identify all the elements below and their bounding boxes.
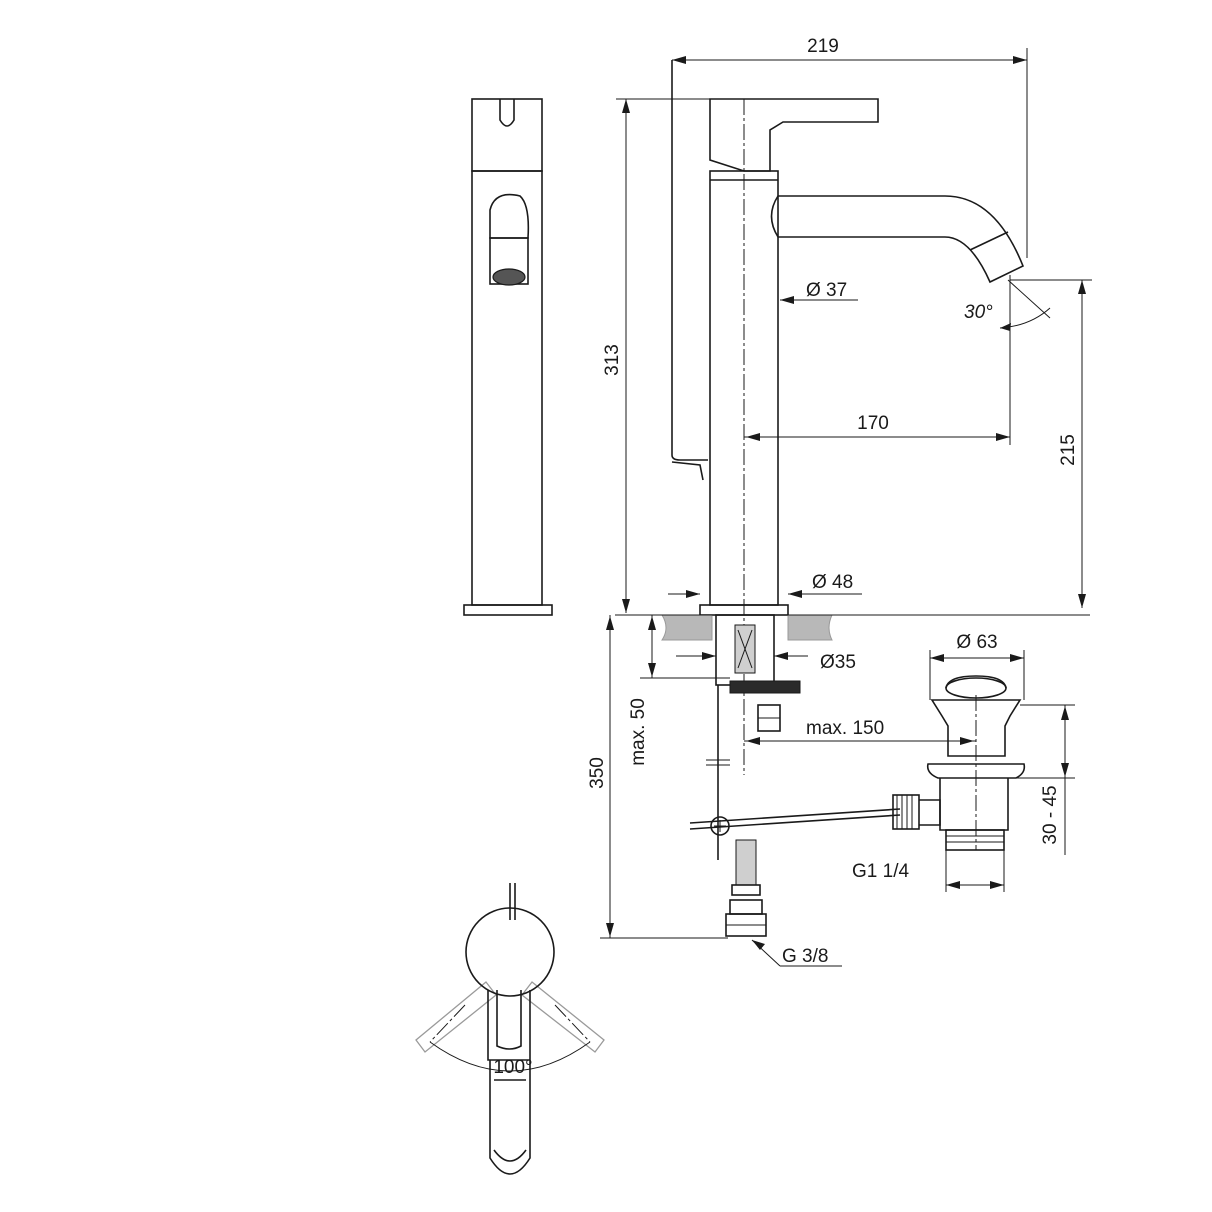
label-lever-rotation: 100° bbox=[493, 1057, 532, 1078]
front-view bbox=[463, 98, 553, 616]
label-max-deck-thickness: max. 50 bbox=[628, 698, 649, 766]
label-total-height: 313 bbox=[602, 344, 623, 376]
label-overall-length: 219 bbox=[807, 36, 839, 57]
label-below-deck: 350 bbox=[587, 757, 608, 789]
top-view bbox=[415, 883, 605, 1175]
fixing-set bbox=[689, 614, 901, 937]
dimension-labels: 219 313 Ø 37 30° 170 215 Ø 48 Ø35 Ø 63 m… bbox=[493, 36, 1079, 1078]
label-supply-thread: G 3/8 bbox=[782, 946, 828, 967]
counter-section bbox=[615, 614, 1090, 641]
label-max-reach-waste: max. 150 bbox=[806, 718, 884, 739]
label-waste-diameter: Ø 63 bbox=[956, 632, 997, 653]
label-hole-diameter: Ø35 bbox=[820, 652, 856, 673]
label-body-diameter: Ø 37 bbox=[806, 280, 847, 301]
label-base-diameter: Ø 48 bbox=[812, 572, 853, 593]
label-spout-reach: 170 bbox=[857, 413, 889, 434]
label-waste-range: 30 - 45 bbox=[1040, 785, 1061, 844]
label-spout-height: 215 bbox=[1058, 434, 1079, 466]
label-spout-angle: 30° bbox=[964, 302, 993, 323]
waste-valve bbox=[892, 675, 1026, 851]
dimension-lines bbox=[600, 48, 1092, 967]
label-waste-thread: G1 1/4 bbox=[852, 861, 909, 882]
